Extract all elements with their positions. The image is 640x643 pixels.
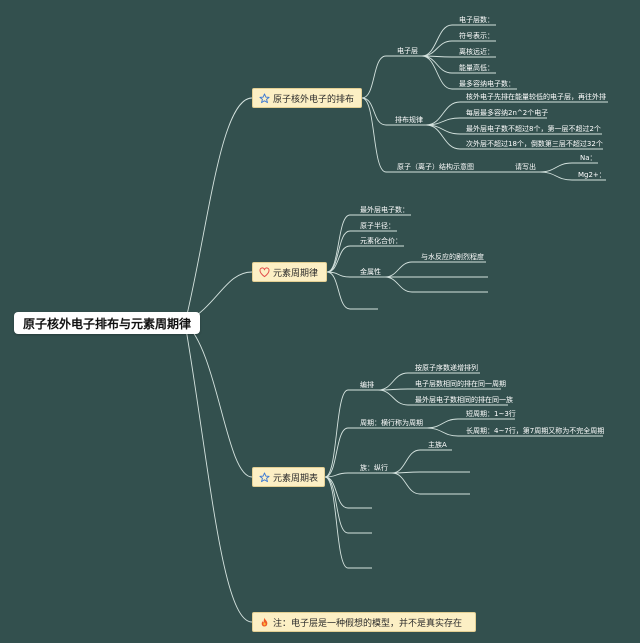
connector-line (377, 389, 508, 406)
connector-line (425, 124, 603, 150)
central-topic-title: 原子核外电子排布与元素周期律 (22, 316, 191, 331)
connector-line (425, 101, 608, 126)
branch-label: 元素周期表 (273, 473, 319, 484)
connector-line (377, 388, 501, 391)
connector-line (324, 472, 392, 478)
leaf-by-atomic-number: 按原子序数递增排列 (415, 364, 478, 372)
branch-label: 原子核外电子的排布 (273, 94, 355, 105)
connector-line (391, 472, 470, 495)
central-topic: 原子核外电子排布与元素周期律 (14, 312, 200, 334)
periodic-law-connectors (326, 214, 488, 310)
connector-line (184, 97, 253, 324)
branch-electron-arrangement: 原子核外电子的排布 (252, 88, 362, 108)
connector-line (377, 372, 480, 391)
heart-icon (259, 266, 270, 277)
star-icon (259, 92, 270, 103)
periodic-table-connectors (324, 372, 603, 569)
connector-line (184, 322, 253, 623)
branch-label: 元素周期律 (273, 268, 319, 279)
connector-line (326, 271, 385, 278)
leaf-shell-energy: 能量高低： (459, 64, 494, 72)
topic-structure-diagram: 原子（离子）结构示意图 (397, 163, 474, 171)
connector-line (361, 55, 422, 99)
topic-group: 族：纵行 (360, 464, 388, 472)
leaf-rule-low-energy-first: 核外电子先排在能量较低的电子层，再往外排 (466, 93, 606, 101)
leaf-outer-electrons: 最外层电子数： (360, 206, 409, 214)
leaf-same-shells-same-period: 电子层数相同的排在同一周期 (415, 380, 506, 388)
leaf-na: Na： (580, 154, 597, 162)
connector-line (539, 162, 598, 173)
branch-note: 注：电子层是一种假想的模型，并不是真实存在 (252, 612, 476, 632)
leaf-shell-count: 电子层数： (459, 16, 494, 24)
connector-line (426, 418, 515, 429)
connector-line (421, 40, 496, 57)
topic-arrangement: 编排 (360, 381, 374, 389)
star-icon (259, 471, 270, 482)
connector-line (539, 171, 606, 181)
topic-period: 周期：横行称为周期 (360, 419, 423, 427)
electron-arrangement-connectors (361, 24, 608, 181)
connector-line (324, 389, 378, 478)
connector-line (384, 276, 488, 293)
connector-line (184, 322, 253, 478)
central-connectors (184, 97, 253, 623)
leaf-water-reaction: 与水反应的剧烈程度 (421, 253, 484, 261)
leaf-main-group-a: 主族A (428, 441, 447, 449)
leaf-mg2plus: Mg2+： (578, 171, 606, 179)
leaf-shell-distance: 离核远近： (459, 48, 494, 56)
topic-metallicity: 金属性 (360, 268, 381, 276)
connector-line (391, 449, 452, 474)
branch-periodic-table: 元素周期表 (252, 467, 325, 487)
connector-line (324, 427, 427, 478)
connector-line (324, 476, 372, 534)
branch-label: 注：电子层是一种假想的模型，并不是真实存在 (273, 618, 463, 629)
connector-line (426, 427, 603, 437)
topic-please-write: 请写出 (515, 163, 536, 171)
leaf-long-period: 长周期：4~7行，第7周期又称为不完全周期 (466, 427, 605, 435)
connector-line (361, 97, 426, 126)
connector-line (326, 214, 411, 273)
connector-line (361, 97, 540, 173)
leaf-same-outer-same-group: 最外层电子数相同的排在同一族 (415, 396, 513, 404)
leaf-rule-second-outer-18: 次外层不超过18个，倒数第三层不超过32个 (466, 140, 603, 148)
topic-arrangement-rules: 排布规律 (395, 116, 423, 124)
leaf-shell-capacity: 最多容纳电子数： (459, 80, 515, 88)
topic-electron-shell: 电子层 (397, 47, 418, 55)
connector-line (421, 55, 517, 90)
connector-line (384, 261, 486, 278)
fire-icon (261, 617, 268, 627)
branch-periodic-law: 元素周期律 (252, 262, 327, 282)
connector-line (421, 24, 496, 57)
leaf-shell-symbol: 符号表示： (459, 32, 494, 40)
leaf-rule-outer-8: 最外层电子数不超过8个，第一层不超过2个 (466, 125, 601, 133)
leaf-short-period: 短周期：1~3行 (466, 410, 516, 418)
connector-line (421, 55, 496, 58)
connector-line (324, 476, 372, 569)
connector-line (425, 117, 547, 126)
connector-line (326, 271, 378, 310)
leaf-valence: 元素化合价： (360, 237, 402, 245)
leaf-rule-2n2: 每层最多容纳2n^2个电子 (466, 109, 549, 117)
connector-line (326, 245, 404, 273)
leaf-atomic-radius: 原子半径： (360, 222, 395, 230)
connector-line (391, 471, 470, 474)
